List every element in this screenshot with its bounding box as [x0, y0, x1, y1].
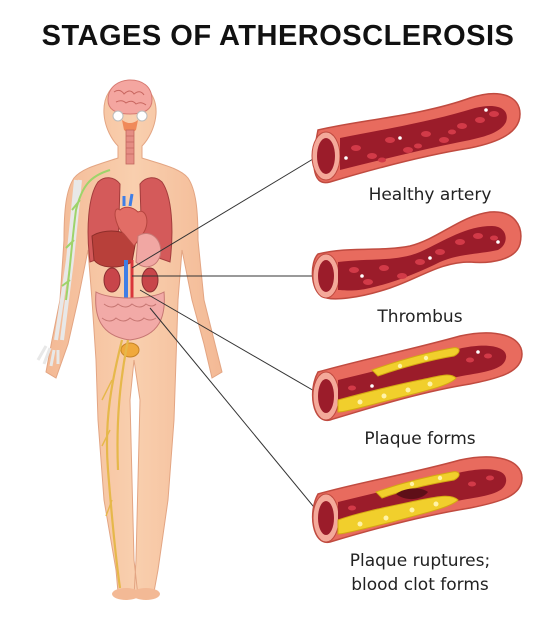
stage-label-plaque-forms: Plaque forms — [364, 429, 476, 449]
pointer-line-healthy — [131, 155, 319, 269]
kidney-right — [141, 267, 159, 293]
plaque-deposit — [337, 374, 457, 413]
stage-label-plaque-ruptures: Plaque ruptures; — [349, 551, 491, 571]
stage-label-healthy-artery: Healthy artery — [368, 185, 492, 205]
pointer-line-plaque-forms — [139, 289, 317, 393]
pointer-line-plaque-ruptures — [149, 307, 319, 513]
leg-nerves — [105, 339, 130, 589]
artery-thrombus — [311, 211, 522, 300]
ruptured-plaque — [337, 495, 459, 535]
bladder — [120, 342, 140, 358]
artery-plaque-ruptures — [311, 456, 523, 543]
red-blood-cells — [351, 111, 499, 163]
human-body — [36, 79, 223, 600]
stomach — [135, 233, 162, 268]
stage-label-blood-clot-forms: blood clot forms — [351, 575, 489, 595]
intestines — [95, 291, 165, 341]
brain — [107, 79, 153, 115]
lymph-vessels — [61, 169, 111, 301]
artery-healthy — [311, 92, 521, 184]
kidney-left — [103, 267, 121, 293]
stage-label-thrombus: Thrombus — [377, 307, 463, 327]
diagram-title: STAGES OF ATHEROSCLEROSIS — [41, 20, 515, 52]
pointer-lines — [131, 155, 319, 513]
blood-clot — [396, 488, 428, 500]
artery-plaque-forms — [311, 332, 523, 421]
